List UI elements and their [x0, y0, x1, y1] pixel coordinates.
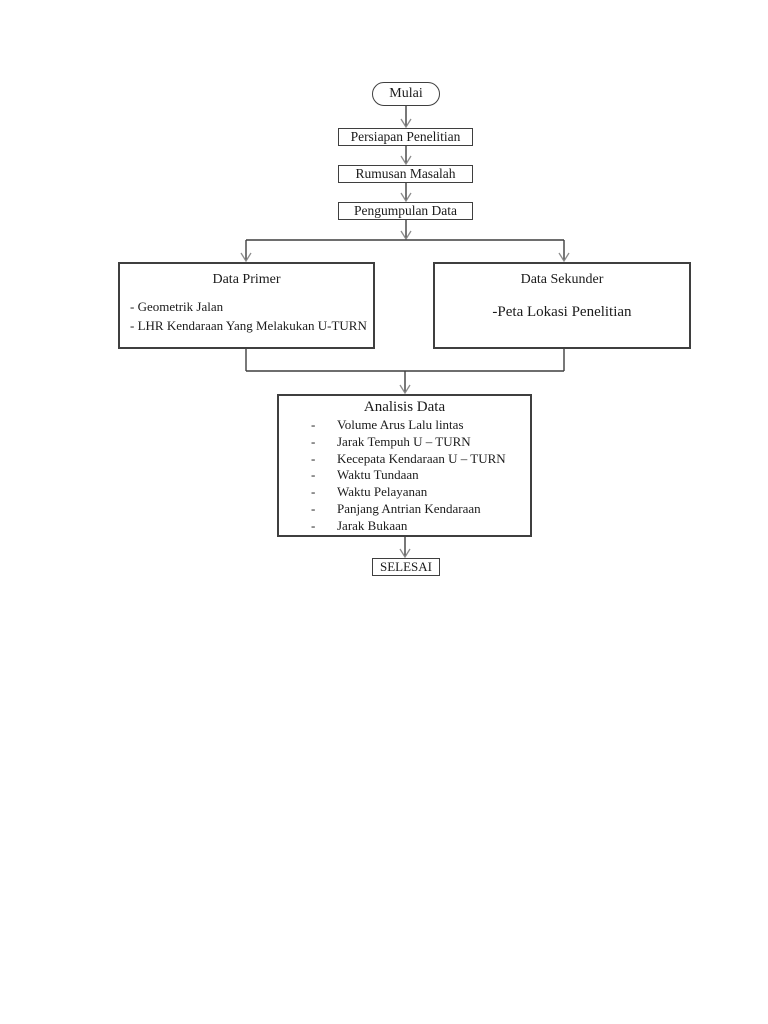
analysis-item: - Waktu Tundaan [279, 467, 530, 484]
start-node: Mulai [372, 82, 440, 106]
analysis-item: - Kecepata Kendaraan U – TURN [279, 451, 530, 468]
analysis-item-label: Waktu Pelayanan [337, 484, 428, 500]
bullet-dash: - [311, 467, 316, 483]
analysis-item-label: Volume Arus Lalu lintas [337, 417, 464, 432]
step-persiapan-penelitian: Persiapan Penelitian [338, 128, 473, 146]
data-primer-box: Data Primer - Geometrik Jalan - LHR Kend… [118, 262, 375, 349]
bullet-dash: - [311, 517, 316, 533]
analysis-box: Analisis Data - Volume Arus Lalu lintas … [277, 394, 532, 537]
bullet-dash: - [311, 484, 316, 500]
analysis-item: - Jarak Tempuh U – TURN [279, 434, 530, 451]
end-node: SELESAI [372, 558, 440, 576]
data-sekunder-item: -Peta Lokasi Penelitian [492, 304, 632, 320]
analysis-item: - Panjang Antrian Kendaraan [279, 501, 530, 518]
analysis-title: Analisis Data [363, 399, 446, 415]
analysis-item-label: Jarak Tempuh U – TURN [337, 433, 471, 449]
bullet-dash: - [311, 450, 316, 466]
analysis-list: - Volume Arus Lalu lintas - Jarak Tempuh… [279, 417, 530, 535]
step-pengumpulan-data: Pengumpulan Data [338, 202, 473, 220]
data-sekunder-box: Data Sekunder -Peta Lokasi Penelitian [433, 262, 691, 349]
analysis-item: - Volume Arus Lalu lintas [279, 417, 530, 434]
bullet-dash: - [311, 433, 316, 449]
analysis-item-label: Jarak Bukaan [337, 517, 408, 533]
step-rumusan-masalah: Rumusan Masalah [338, 165, 473, 183]
analysis-item-label: Waktu Tundaan [337, 467, 419, 483]
analysis-item-label: Panjang Antrian Kendaraan [337, 500, 481, 516]
data-primer-item: - Geometrik Jalan [130, 299, 224, 314]
bullet-dash: - [311, 500, 316, 516]
data-primer-item: - LHR Kendaraan Yang Melakukan U-TURN [130, 318, 367, 333]
analysis-item-label: Kecepata Kendaraan U – TURN [337, 450, 506, 466]
bullet-dash: - [311, 417, 316, 432]
analysis-item: - Jarak Bukaan [279, 518, 530, 535]
data-sekunder-title: Data Sekunder [520, 272, 604, 287]
analysis-item: - Waktu Pelayanan [279, 484, 530, 501]
data-primer-title: Data Primer [212, 272, 281, 287]
